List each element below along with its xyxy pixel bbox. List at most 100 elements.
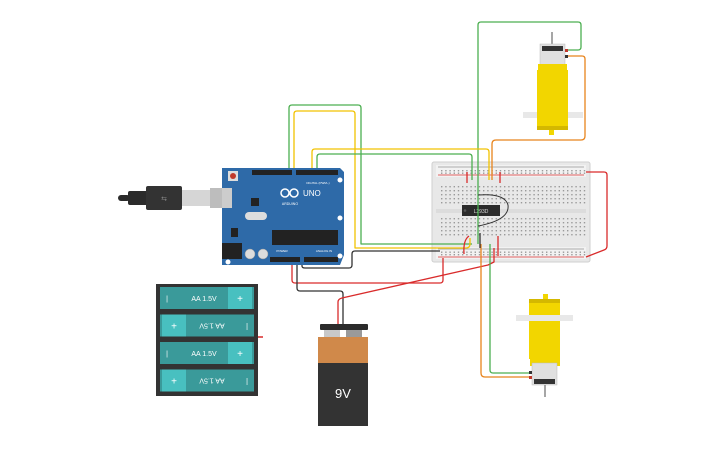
breadboard-hole[interactable] xyxy=(520,198,523,200)
breadboard-hole[interactable] xyxy=(504,198,506,200)
breadboard-hole[interactable] xyxy=(449,190,451,192)
breadboard-hole[interactable] xyxy=(529,218,531,220)
breadboard-hole[interactable] xyxy=(520,254,523,256)
breadboard-hole[interactable] xyxy=(554,194,556,196)
breadboard-hole[interactable] xyxy=(495,230,497,232)
breadboard-hole[interactable] xyxy=(579,254,581,256)
breadboard-hole[interactable] xyxy=(474,170,476,172)
breadboard-hole[interactable] xyxy=(571,190,573,192)
breadboard-hole[interactable] xyxy=(495,222,497,224)
breadboard-hole[interactable] xyxy=(558,218,560,220)
breadboard-hole[interactable] xyxy=(487,230,489,232)
breadboard-hole[interactable] xyxy=(579,198,581,200)
breadboard-hole[interactable] xyxy=(495,202,497,204)
breadboard-hole[interactable] xyxy=(504,226,506,228)
breadboard-hole[interactable] xyxy=(525,230,527,232)
breadboard-hole[interactable] xyxy=(554,218,556,220)
breadboard-hole[interactable] xyxy=(579,251,581,253)
breadboard-hole[interactable] xyxy=(562,190,565,192)
breadboard-hole[interactable] xyxy=(445,194,447,196)
breadboard-hole[interactable] xyxy=(441,226,443,228)
breadboard-hole[interactable] xyxy=(453,194,455,196)
breadboard-hole[interactable] xyxy=(571,172,573,174)
breadboard-hole[interactable] xyxy=(499,190,502,192)
breadboard-hole[interactable] xyxy=(562,234,565,236)
breadboard-hole[interactable] xyxy=(567,234,569,236)
breadboard-hole[interactable] xyxy=(487,198,489,200)
breadboard-hole[interactable] xyxy=(466,170,468,172)
breadboard-hole[interactable] xyxy=(529,170,531,172)
breadboard-hole[interactable] xyxy=(453,222,455,224)
breadboard-hole[interactable] xyxy=(462,186,464,188)
breadboard-hole[interactable] xyxy=(537,251,539,253)
breadboard-hole[interactable] xyxy=(474,172,476,174)
breadboard-hole[interactable] xyxy=(516,251,518,253)
breadboard-hole[interactable] xyxy=(562,198,565,200)
breadboard-hole[interactable] xyxy=(445,230,447,232)
breadboard-hole[interactable] xyxy=(504,172,506,174)
breadboard-hole[interactable] xyxy=(575,194,577,196)
breadboard-hole[interactable] xyxy=(478,230,481,232)
breadboard-hole[interactable] xyxy=(462,172,464,174)
breadboard-hole[interactable] xyxy=(554,190,556,192)
breadboard-hole[interactable] xyxy=(579,222,581,224)
breadboard-hole[interactable] xyxy=(550,198,552,200)
breadboard-hole[interactable] xyxy=(478,172,481,174)
breadboard-hole[interactable] xyxy=(512,194,514,196)
breadboard-hole[interactable] xyxy=(537,198,539,200)
breadboard-hole[interactable] xyxy=(491,186,493,188)
breadboard-hole[interactable] xyxy=(445,186,447,188)
breadboard-hole[interactable] xyxy=(487,202,489,204)
dc-motor-top[interactable] xyxy=(523,32,583,135)
breadboard-hole[interactable] xyxy=(558,226,560,228)
breadboard-hole[interactable] xyxy=(466,251,468,253)
wire-black-9v[interactable] xyxy=(296,262,344,326)
breadboard-hole[interactable] xyxy=(512,254,514,256)
breadboard-hole[interactable] xyxy=(478,251,481,253)
breadboard-hole[interactable] xyxy=(558,198,560,200)
breadboard-hole[interactable] xyxy=(571,254,573,256)
breadboard-hole[interactable] xyxy=(504,251,506,253)
breadboard-hole[interactable] xyxy=(508,194,510,196)
breadboard-hole[interactable] xyxy=(487,254,489,256)
breadboard-hole[interactable] xyxy=(579,202,581,204)
breadboard-hole[interactable] xyxy=(462,190,464,192)
breadboard-hole[interactable] xyxy=(512,170,514,172)
breadboard-hole[interactable] xyxy=(474,190,476,192)
breadboard-hole[interactable] xyxy=(474,251,476,253)
breadboard-hole[interactable] xyxy=(546,254,548,256)
breadboard-hole[interactable] xyxy=(529,251,531,253)
breadboard-hole[interactable] xyxy=(445,251,447,253)
breadboard-hole[interactable] xyxy=(453,254,455,256)
breadboard-hole[interactable] xyxy=(470,186,472,188)
breadboard-hole[interactable] xyxy=(504,190,506,192)
wire-orange-top-motor[interactable] xyxy=(491,55,586,180)
breadboard-hole[interactable] xyxy=(579,194,581,196)
breadboard-hole[interactable] xyxy=(499,202,502,204)
breadboard-hole[interactable] xyxy=(445,226,447,228)
breadboard-hole[interactable] xyxy=(441,172,443,174)
breadboard-hole[interactable] xyxy=(478,222,481,224)
breadboard-hole[interactable] xyxy=(483,251,485,253)
breadboard-hole[interactable] xyxy=(537,194,539,196)
breadboard-hole[interactable] xyxy=(550,194,552,196)
breadboard-hole[interactable] xyxy=(495,234,497,236)
wire-green-top-motor[interactable] xyxy=(477,21,582,244)
breadboard-hole[interactable] xyxy=(441,218,443,220)
breadboard-hole[interactable] xyxy=(491,190,493,192)
breadboard-hole[interactable] xyxy=(470,234,472,236)
breadboard-hole[interactable] xyxy=(575,198,577,200)
breadboard-hole[interactable] xyxy=(449,186,451,188)
breadboard-hole[interactable] xyxy=(558,190,560,192)
breadboard-hole[interactable] xyxy=(520,226,523,228)
breadboard-hole[interactable] xyxy=(441,190,443,192)
breadboard-hole[interactable] xyxy=(453,198,455,200)
breadboard-hole[interactable] xyxy=(520,190,523,192)
breadboard-hole[interactable] xyxy=(575,230,577,232)
breadboard-hole[interactable] xyxy=(512,226,514,228)
breadboard-hole[interactable] xyxy=(495,198,497,200)
breadboard-hole[interactable] xyxy=(441,194,443,196)
breadboard-hole[interactable] xyxy=(462,222,464,224)
breadboard-hole[interactable] xyxy=(504,186,506,188)
breadboard-hole[interactable] xyxy=(520,234,523,236)
